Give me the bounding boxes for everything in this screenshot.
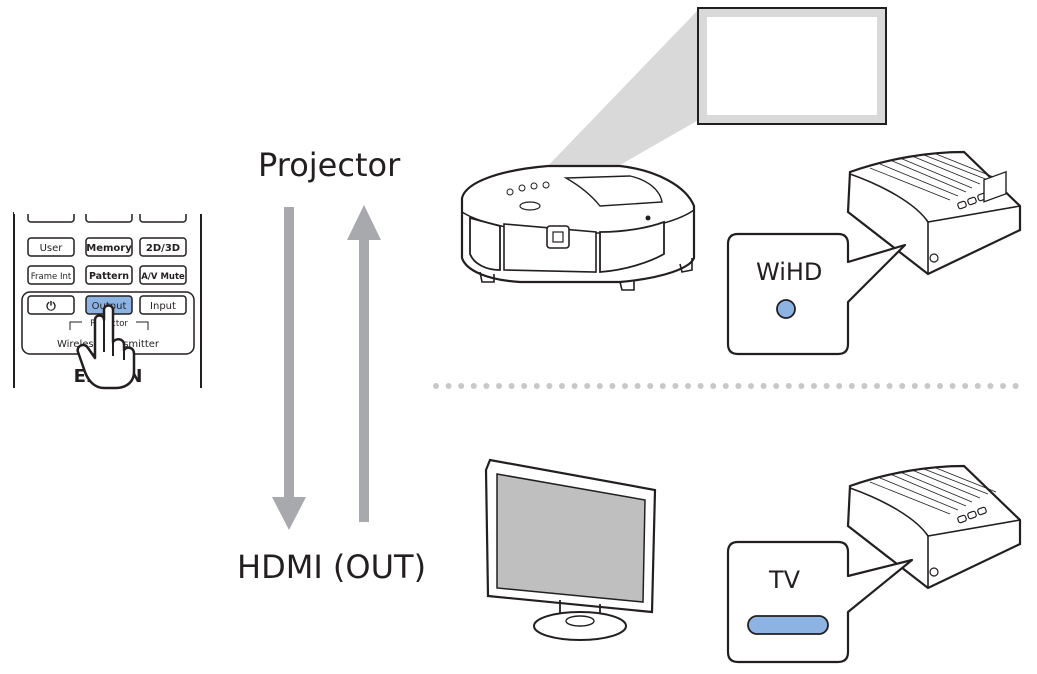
divider-dot [546,383,553,389]
divider-dot [685,383,691,389]
divider-dot [811,383,817,389]
divider-dot [987,383,994,389]
divider-dot [571,383,578,389]
divider-dot [861,383,868,389]
remote-button-memory[interactable]: Memory [85,237,133,257]
remote-button-label: Memory [86,243,132,254]
remote-button-input[interactable]: Input [139,295,187,315]
divider-dot [710,383,717,389]
divider-dot [937,383,943,389]
divider-dot [974,383,981,389]
divider-dot [962,383,969,389]
divider-dot [697,383,704,389]
remote-button-av-mute[interactable]: A/V Mute [139,265,187,285]
remote-button-label: A/V Mute [141,272,185,282]
divider-dot [886,383,893,389]
divider-dot [874,383,880,389]
remote-button-label: Pattern [89,271,129,282]
tv-icon [484,458,657,641]
transmitter-icon [846,150,1022,276]
remote-button-label: Input [150,301,176,312]
wihd-callout [726,232,907,356]
divider-dot [596,383,603,389]
remote-button-2d3d[interactable]: 2D/3D [139,237,187,257]
remote-button-label: 2D/3D [146,243,180,254]
divider-dot [836,383,843,389]
projector-label: Projector [258,146,401,184]
divider-dot [899,383,906,389]
divider-dot [433,383,439,389]
transmitter-icon [846,170,1022,590]
remote-control: User Memory 2D/3D Frame Int Pattern A/V … [13,200,204,390]
divider-dot [470,383,477,389]
arrow-up [347,205,381,522]
divider-dot [508,383,515,389]
divider-dot [722,383,729,389]
remote-button-label: User [40,243,64,254]
divider-dot [533,383,540,389]
tv-label: TV [769,566,801,594]
divider-dot [798,383,805,389]
divider-dot [785,383,792,389]
remote-button-user[interactable]: User [27,237,75,257]
remote-button-power[interactable]: ⏻ [27,295,75,315]
divider-dot [748,383,754,389]
power-icon: ⏻ [46,299,56,313]
wihd-indicator-icon [776,299,796,319]
divider-dot [634,383,641,389]
divider-dot [458,383,465,389]
hdmi-out-label: HDMI (OUT) [237,548,427,586]
projection-screen [542,7,887,172]
divider-dot [1012,383,1019,389]
divider-dot [823,383,830,389]
divider-dot [622,383,628,389]
remote-button-label: Frame Int [31,272,72,282]
hand-pointer-icon [76,304,136,390]
remote-button-frame-int[interactable]: Frame Int [27,265,75,285]
projector-icon [460,164,696,291]
divider-dot [609,383,616,389]
dotted-divider [433,383,1019,389]
divider-dot [773,383,780,389]
remote-button-pattern[interactable]: Pattern [85,265,133,285]
divider-dot [1000,383,1006,389]
wihd-label: WiHD [756,258,823,286]
tv-indicator-icon [747,615,829,635]
arrow-down [272,207,306,530]
divider-dot [911,383,918,389]
divider-dot [735,383,742,389]
divider-dot [496,383,502,389]
divider-dot [659,383,666,389]
divider-dot [848,383,855,389]
divider-dot [559,383,565,389]
divider-dot [445,383,452,389]
divider-dot [760,383,767,389]
divider-dot [521,383,528,389]
divider-dot [672,383,679,389]
divider-dot [647,383,654,389]
tv-callout [726,540,914,664]
divider-dot [924,383,931,389]
divider-dot [949,383,956,389]
divider-dot [483,383,490,389]
divider-dot [584,383,591,389]
